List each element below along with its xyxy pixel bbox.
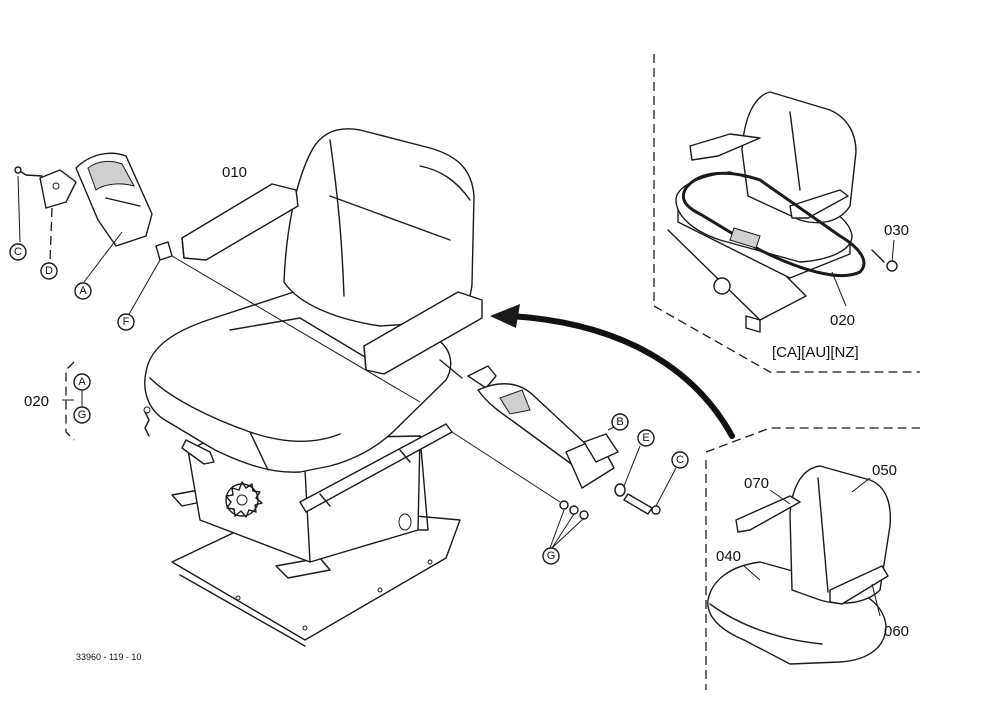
callout-A-left: A <box>74 282 92 300</box>
svg-text:G: G <box>78 409 87 421</box>
svg-text:B: B <box>616 416 623 428</box>
label-020-right: 020 <box>830 312 855 329</box>
label-020-left: 020 <box>24 393 49 410</box>
label-010: 010 <box>222 164 247 181</box>
group-020-brace <box>62 361 83 441</box>
svg-text:A: A <box>79 285 87 297</box>
svg-text:G: G <box>547 550 556 562</box>
label-030: 030 <box>884 222 909 239</box>
inset-region-variant <box>653 54 920 373</box>
label-060: 060 <box>884 623 909 640</box>
label-070: 070 <box>744 475 769 492</box>
svg-text:A: A <box>78 376 86 388</box>
label-050: 050 <box>872 462 897 479</box>
svg-text:E: E <box>642 432 649 444</box>
callout-C-right: C <box>671 451 689 469</box>
inset-seat-components <box>705 427 920 690</box>
callout-G-right: G <box>542 547 560 565</box>
svg-text:D: D <box>45 265 53 277</box>
callout-E: E <box>637 429 655 447</box>
svg-text:F: F <box>123 316 130 328</box>
belt-retractor-assembly <box>14 152 421 403</box>
height-adjust-knob <box>225 481 263 518</box>
seat-cushion <box>144 286 452 473</box>
callout-F-left: F <box>117 313 135 331</box>
main-seat-assembly <box>143 128 483 647</box>
svg-text:C: C <box>14 246 22 258</box>
callout-C-left: C <box>9 243 27 261</box>
drawing-number: 33960 - 119 - 10 <box>76 652 141 662</box>
armrest-left <box>181 183 299 261</box>
callout-D-left: D <box>40 262 58 280</box>
reference-arrow <box>490 304 735 439</box>
svg-text:C: C <box>676 454 684 466</box>
label-region: [CA][AU][NZ] <box>772 344 859 361</box>
label-040: 040 <box>716 548 741 565</box>
seat-backrest <box>283 128 475 327</box>
callout-G-group: G <box>73 406 91 424</box>
callout-B: B <box>611 413 629 431</box>
seat-belt-buckle-assembly <box>451 365 677 549</box>
callout-A-group: A <box>73 373 91 391</box>
